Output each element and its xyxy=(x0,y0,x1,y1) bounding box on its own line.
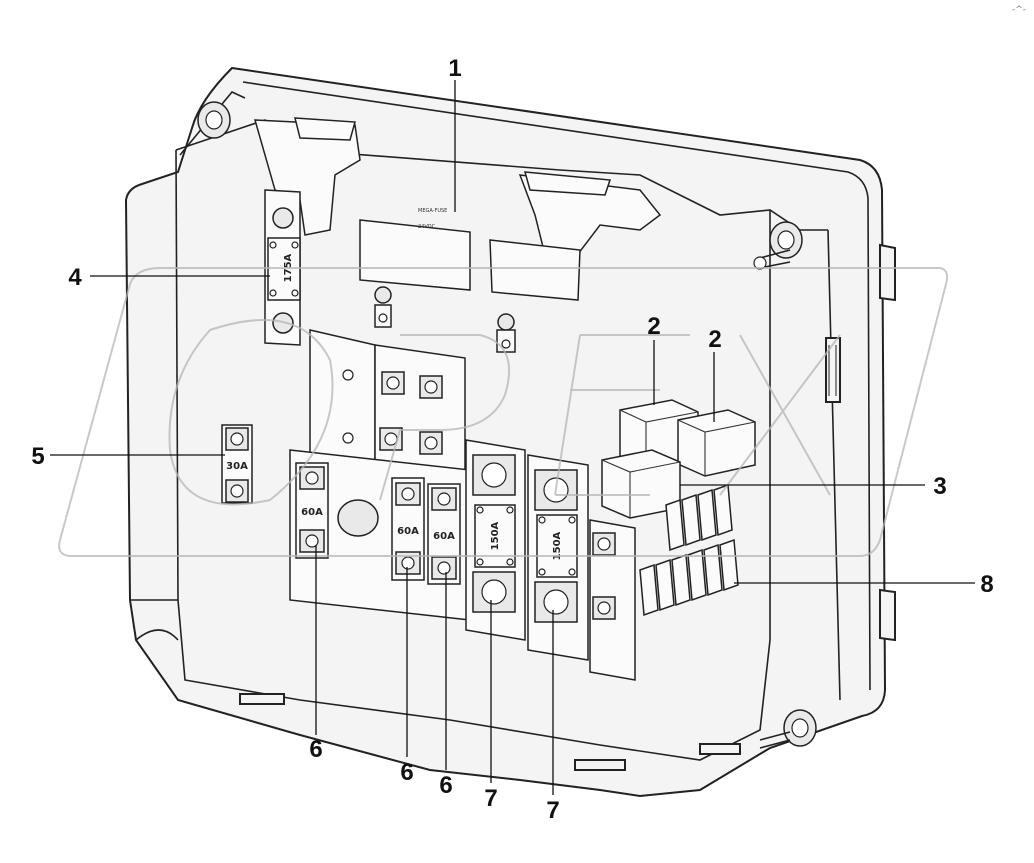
relay-2 xyxy=(677,409,756,477)
fuse-60a-2: 60A xyxy=(391,477,425,581)
fuse-60a-1: 60A xyxy=(295,462,329,559)
relay-text-line3: 24VDC xyxy=(418,224,436,230)
callout-4: 4 xyxy=(68,264,82,291)
callout-7b: 7 xyxy=(546,797,559,824)
watermark xyxy=(58,267,949,557)
callout-2a: 2 xyxy=(647,313,660,340)
callout-6c: 6 xyxy=(439,772,452,799)
central-fuse-block xyxy=(289,329,471,621)
terminal-strip xyxy=(589,519,636,681)
fuse-60a-3: 60A xyxy=(427,483,461,585)
corner-mark: -^- xyxy=(1012,5,1026,15)
blade-fuses xyxy=(639,483,739,617)
callout-6b: 6 xyxy=(400,759,413,786)
blade-fuse-upper-row xyxy=(665,483,733,552)
fuse-60a-1-label: 60A xyxy=(301,507,323,518)
callout-labels: 1 2 2 3 4 5 6 6 6 7 7 8 xyxy=(31,55,993,824)
fuse-150a-1: 150A xyxy=(465,439,526,641)
fuse-30a: 30A xyxy=(221,424,253,504)
callout-7a: 7 xyxy=(484,785,497,812)
callout-8: 8 xyxy=(980,571,993,598)
callout-1: 1 xyxy=(448,55,461,82)
fuse-150a-2-label: 150A xyxy=(552,531,563,560)
fuse-30-label: 30A xyxy=(226,461,248,472)
callout-6a: 6 xyxy=(309,736,322,763)
relay-text-line1: MEGA-FUSE xyxy=(418,208,447,214)
callout-5: 5 xyxy=(31,443,44,470)
bus-bar-clamps xyxy=(253,117,662,301)
fuse-150a-2: 150A xyxy=(527,454,589,661)
blade-fuse-lower-row xyxy=(639,538,739,617)
callout-2b: 2 xyxy=(708,326,721,353)
callout-3: 3 xyxy=(933,473,946,500)
leader-lines xyxy=(50,80,975,795)
fuse-150a-1-label: 150A xyxy=(490,521,501,550)
fuse-60a-3-label: 60A xyxy=(433,531,455,542)
mega-relay: MEGA-FUSE 24VDC xyxy=(359,208,516,353)
fuse-60a-2-label: 60A xyxy=(397,526,419,537)
fuse-bolt-center xyxy=(337,499,379,537)
